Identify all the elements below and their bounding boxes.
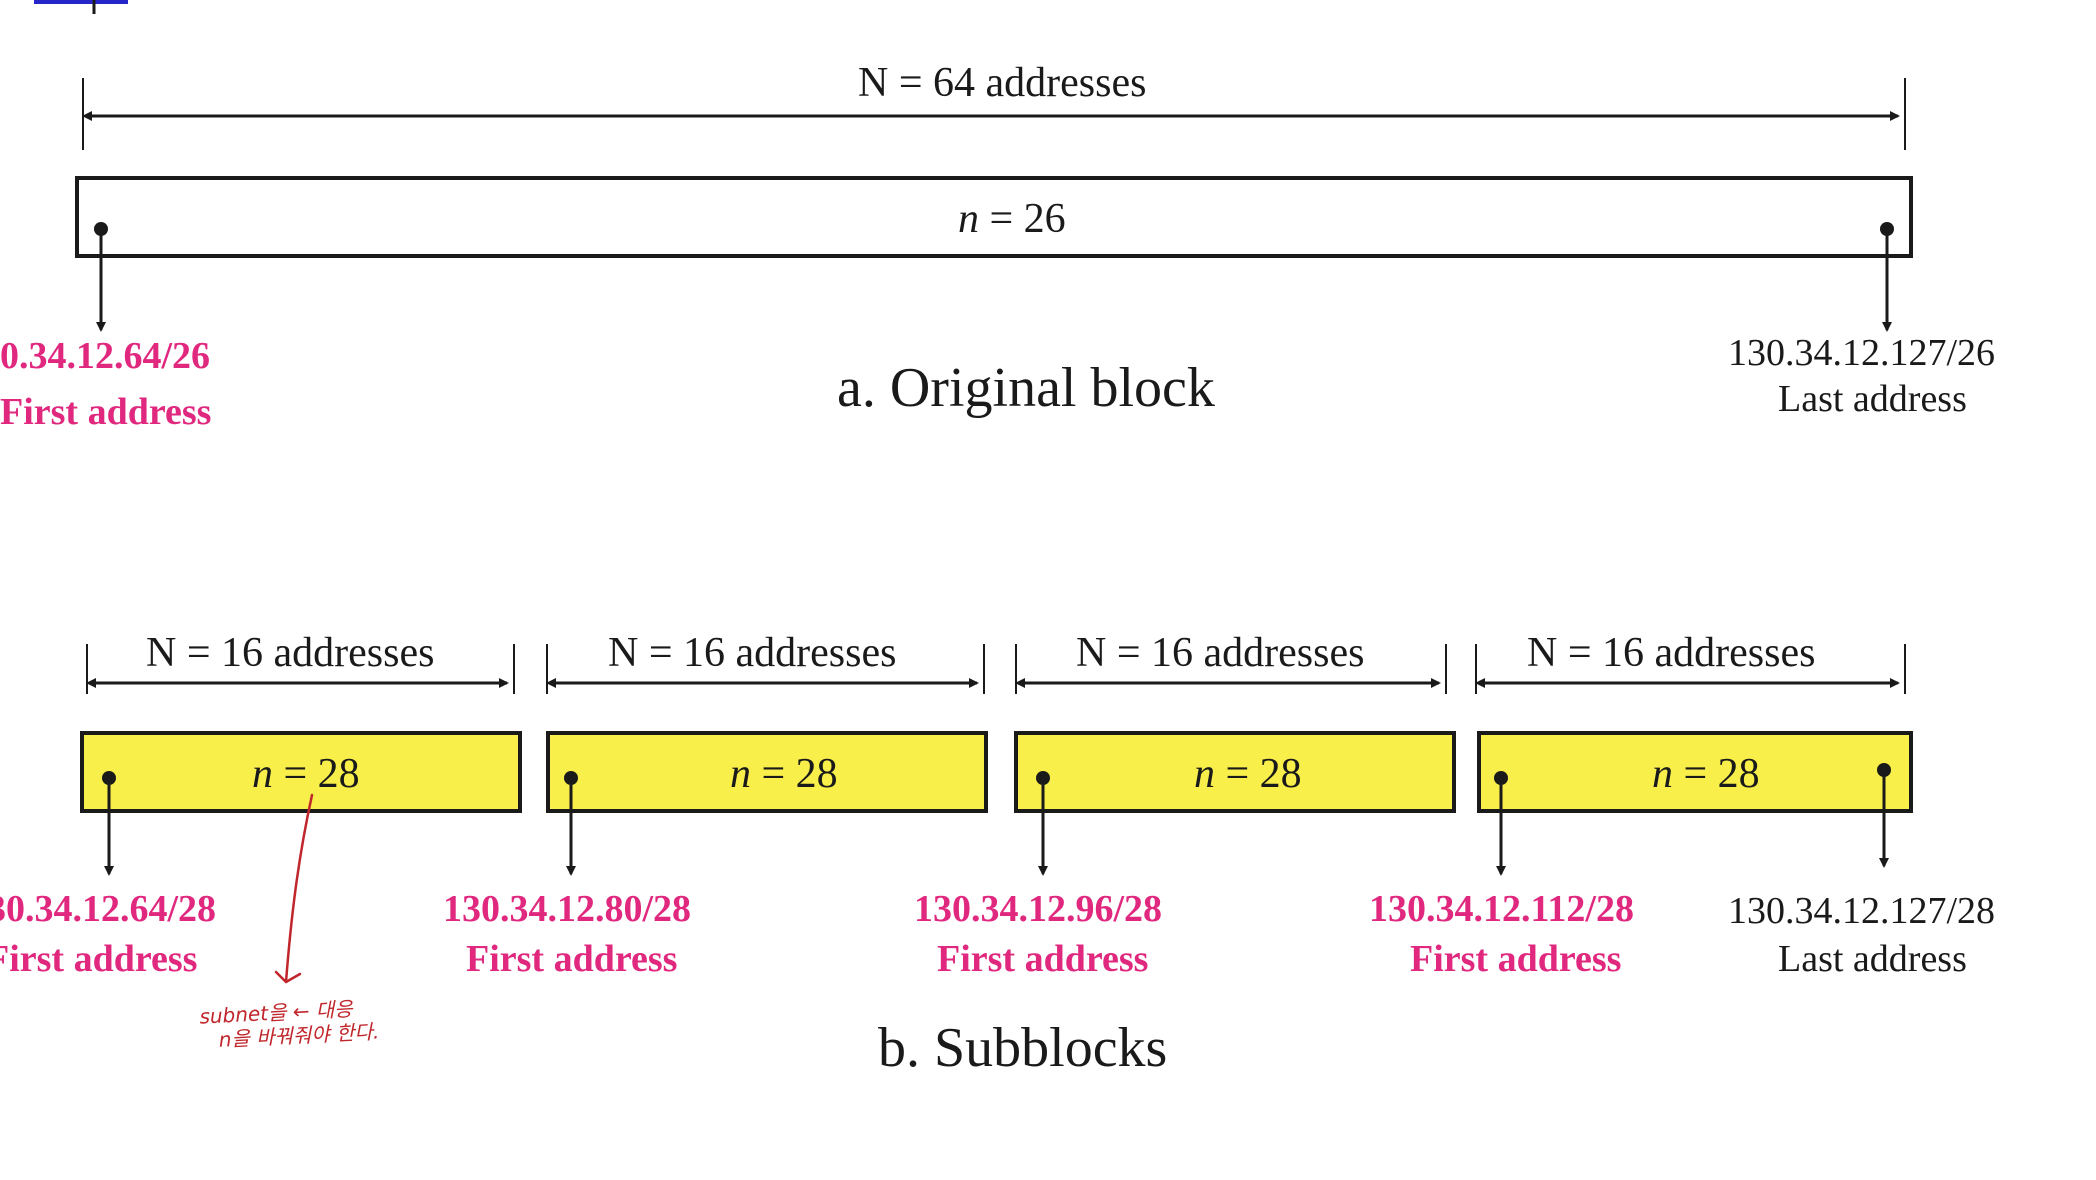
original-range-arrow <box>82 78 1906 150</box>
subblock-4-first-address: 130.34.12.112/28 <box>1369 888 1634 930</box>
subblock-4-size: n = 28 <box>1652 751 1760 797</box>
subblock-last-pointer <box>1877 763 1891 868</box>
subblock-4-range-label: N = 16 addresses <box>1527 630 1816 676</box>
original-first-address: 130.34.12.64/26 <box>0 335 211 377</box>
handwritten-annotation: subnet을 ← 대응 n을 바꿔줘야 한다. <box>199 995 380 1052</box>
subblock-range-arrow-4 <box>1475 644 1906 694</box>
subblocks-title: b. Subblocks <box>878 1017 1168 1079</box>
subblock-2-size: n = 28 <box>730 751 838 797</box>
subblock-3-first-address: 130.34.12.96/28 <box>914 888 1163 930</box>
subblock-2 <box>546 731 988 813</box>
subblock-1-first-caption: First address <box>0 938 198 980</box>
handwritten-annotation-stroke <box>274 793 314 984</box>
original-first-caption: First address <box>0 391 212 433</box>
original-range-label: N = 64 addresses <box>858 60 1147 106</box>
subblock-2-first-caption: First address <box>466 938 678 980</box>
original-last-address: 130.34.12.127/26 <box>1728 332 1996 374</box>
subblock-1 <box>80 731 522 813</box>
subblock-1-pointer <box>102 771 116 876</box>
subblock-range-arrow-3 <box>1015 644 1447 694</box>
subblock-1-first-address: 130.34.12.64/28 <box>0 888 217 930</box>
original-last-pointer <box>1880 222 1894 332</box>
subblock-3-range-label: N = 16 addresses <box>1076 630 1365 676</box>
subblock-3-size: n = 28 <box>1194 751 1302 797</box>
subblock-1-size: n = 28 <box>252 751 360 797</box>
subblock-4-first-caption: First address <box>1410 938 1622 980</box>
original-block-size: n = 26 <box>958 196 1066 242</box>
subblock-range-arrow-1 <box>86 644 515 694</box>
subblock-last-address: 130.34.12.127/28 <box>1728 890 1996 932</box>
subblock-3 <box>1014 731 1456 813</box>
subblock-4-pointer <box>1494 771 1508 876</box>
subblock-2-pointer <box>564 771 578 876</box>
original-last-caption: Last address <box>1778 378 1967 420</box>
subblock-3-first-caption: First address <box>937 938 1149 980</box>
subblock-2-first-address: 130.34.12.80/28 <box>443 888 692 930</box>
subblock-range-arrow-2 <box>546 644 985 694</box>
subblock-4 <box>1477 731 1913 813</box>
original-block <box>75 176 1913 258</box>
original-block-title: a. Original block <box>837 357 1215 419</box>
subblock-2-range-label: N = 16 addresses <box>608 630 897 676</box>
subblock-last-caption: Last address <box>1778 938 1967 980</box>
corner-mark <box>34 0 128 4</box>
subblock-3-pointer <box>1036 771 1050 876</box>
original-first-pointer <box>94 222 108 332</box>
subblock-1-range-label: N = 16 addresses <box>146 630 435 676</box>
